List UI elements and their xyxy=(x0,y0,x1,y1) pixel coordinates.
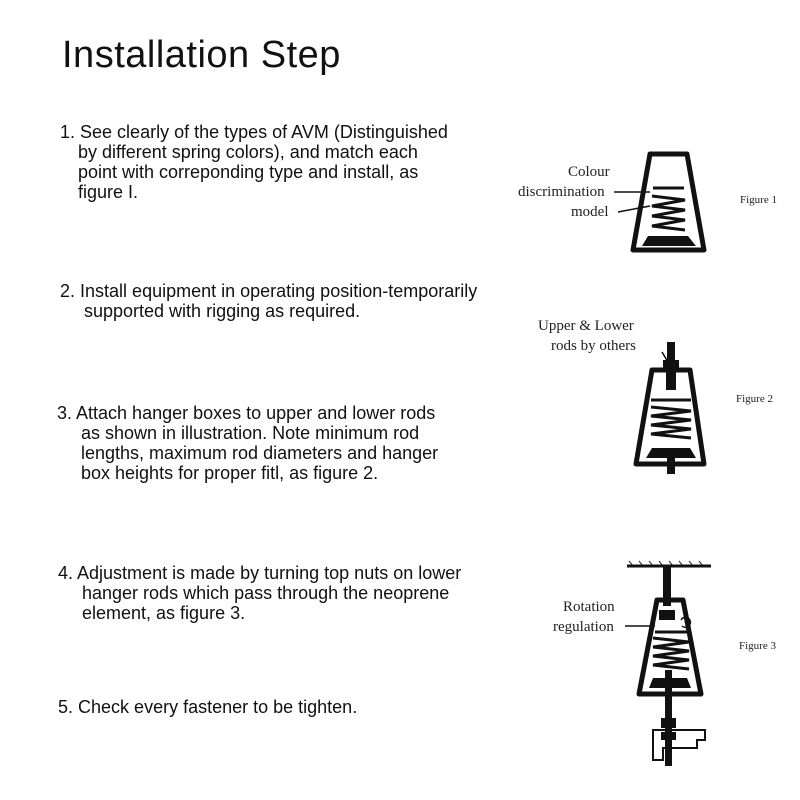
step-2-line-2: supported with rigging as required. xyxy=(84,301,361,321)
step-1-line-2: by different spring colors), and match e… xyxy=(78,142,418,162)
figure-2: Upper & Lower rods by others Figure 2 xyxy=(538,318,773,474)
step-3-line-1: 3. Attach hanger boxes to upper and lowe… xyxy=(57,403,436,423)
step-4-line-1: 4. Adjustment is made by turning top nut… xyxy=(58,563,462,583)
step-1-line-4: figure I. xyxy=(78,182,139,202)
step-3: 3. Attach hanger boxes to upper and lowe… xyxy=(57,403,438,483)
step-5: 5. Check every fastener to be tighten. xyxy=(58,697,357,717)
figure-2-label-line-1: Upper & Lower xyxy=(538,318,634,334)
page-title: Installation Step xyxy=(62,34,341,76)
step-1-line-1: 1. See clearly of the types of AVM (Dist… xyxy=(60,122,448,142)
step-1-line-3: point with correponding type and install… xyxy=(78,162,419,182)
step-4-line-3: element, as figure 3. xyxy=(82,603,246,623)
hanger-box-icon xyxy=(636,566,706,766)
figure-3-label-line-1: Rotation xyxy=(563,599,615,615)
figure-1: Colour discrimination model Figure 1 xyxy=(518,151,777,253)
figure-3: Rotation regulation Figure 3 xyxy=(553,560,776,766)
figure-1-label-line-3: model xyxy=(571,204,609,220)
figure-3-caption: Figure 3 xyxy=(739,640,776,652)
step-4: 4. Adjustment is made by turning top nut… xyxy=(58,563,461,623)
hanger-box-icon xyxy=(633,342,707,474)
figure-1-caption: Figure 1 xyxy=(740,194,777,206)
figure-2-caption: Figure 2 xyxy=(736,393,773,405)
step-2-line-1: 2. Install equipment in operating positi… xyxy=(60,281,478,301)
figure-1-label-line-2: discrimination xyxy=(518,184,605,200)
step-3-line-4: box heights for proper fitl, as figure 2… xyxy=(81,463,379,483)
hanger-box-icon xyxy=(630,151,707,253)
step-3-line-2: as shown in illustration. Note minimum r… xyxy=(81,423,420,443)
step-3-line-3: lengths, maximum rod diameters and hange… xyxy=(81,443,439,463)
step-5-line-1: 5. Check every fastener to be tighten. xyxy=(58,697,358,717)
step-1: 1. See clearly of the types of AVM (Dist… xyxy=(60,122,448,202)
figure-3-label-line-2: regulation xyxy=(553,619,614,635)
figure-2-label-line-2: rods by others xyxy=(551,338,636,354)
step-2: 2. Install equipment in operating positi… xyxy=(60,281,477,321)
figure-1-label-line-1: Colour xyxy=(568,164,610,180)
step-4-line-2: hanger rods which pass through the neopr… xyxy=(82,583,450,603)
